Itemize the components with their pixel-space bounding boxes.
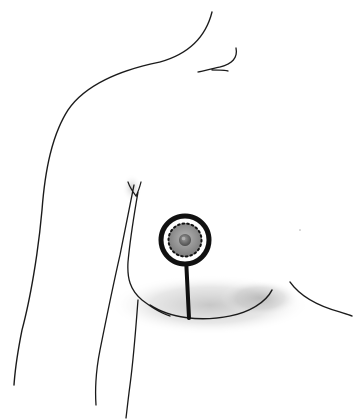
clavicle-line xyxy=(198,48,236,72)
nipple-highlight xyxy=(182,237,186,241)
clavicle-tick xyxy=(212,70,228,71)
inframammary-shading-right xyxy=(220,280,300,316)
skin-speck xyxy=(299,229,301,231)
nipple xyxy=(179,234,191,246)
